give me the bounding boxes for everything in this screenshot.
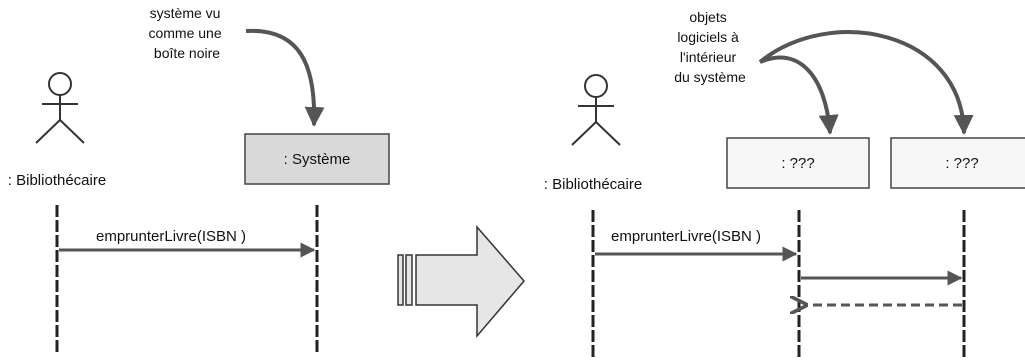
message-label: emprunterLivre(ISBN ) <box>611 228 761 245</box>
object-label-1: : ??? <box>781 155 814 172</box>
object-box-1 <box>726 137 870 189</box>
left-annotation: système vu comme une boîte noire <box>148 5 225 61</box>
right-annotation-arrow-2 <box>758 30 974 135</box>
right-diagram: objets logiciels à l'intérieur du systèm… <box>544 9 1025 358</box>
left-annotation-arrow <box>245 28 325 127</box>
right-annotation-arrow-1 <box>759 55 839 135</box>
system-box <box>244 133 390 185</box>
stick-figure-icon <box>35 72 85 144</box>
object-label-2: : ??? <box>945 155 978 172</box>
big-right-arrow-icon <box>397 224 525 339</box>
actor-label: : Bibliothécaire <box>8 172 106 189</box>
system-label: : Système <box>284 151 351 168</box>
left-diagram: système vu comme une boîte noire : Bibli… <box>8 5 390 355</box>
stick-figure-icon <box>571 74 621 146</box>
right-annotation: objets logiciels à l'intérieur du systèm… <box>674 9 746 85</box>
actor-label: : Bibliothécaire <box>544 176 642 193</box>
message-label: emprunterLivre(ISBN ) <box>96 228 246 245</box>
object-box-2 <box>890 137 1025 189</box>
